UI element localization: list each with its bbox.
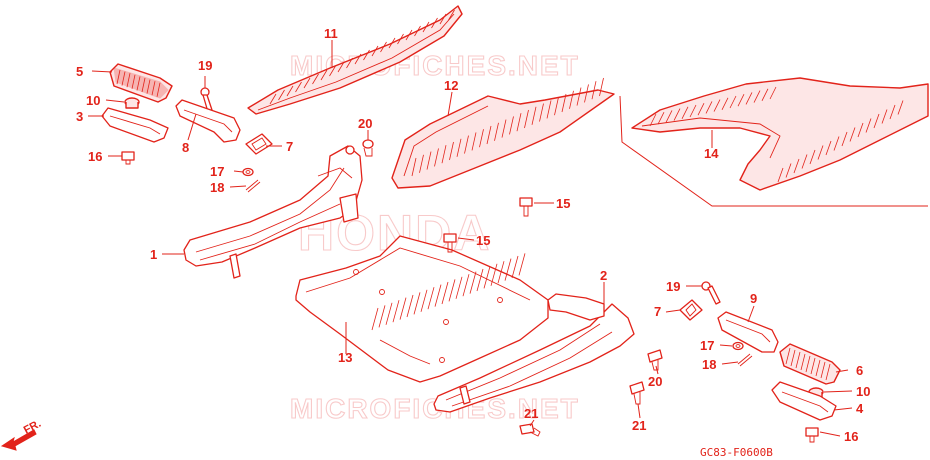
part-8-step-arm <box>175 99 241 143</box>
part-4-step-holder <box>771 381 837 421</box>
part-6-step-rubber <box>779 343 841 385</box>
callout-7-left: 7 <box>286 139 293 154</box>
callout-11: 11 <box>324 26 338 41</box>
front-arrow: FR. <box>0 418 43 451</box>
part-16-bolt <box>121 151 135 165</box>
callout-16-left: 16 <box>88 149 102 164</box>
callout-13: 13 <box>338 350 352 365</box>
callout-7-right: 7 <box>654 304 661 319</box>
callout-19-right: 19 <box>666 279 680 294</box>
callout-16-right: 16 <box>844 429 858 444</box>
watermark-bottom: MICROFICHES.NET <box>290 393 580 424</box>
arrow-icon <box>0 429 37 451</box>
callout-labels: 1 2 3 4 5 6 7 7 8 9 10 10 11 12 13 14 15… <box>76 26 870 444</box>
part-7-cap <box>245 133 273 155</box>
part-3-step-holder <box>101 107 169 143</box>
part-17-washer-right <box>732 341 744 351</box>
callout-18-right: 18 <box>702 357 716 372</box>
callout-18-left: 18 <box>210 180 224 195</box>
callout-14: 14 <box>704 146 719 161</box>
part-5-step-rubber <box>109 63 173 103</box>
leader-lines <box>88 40 853 437</box>
callout-20-upper: 20 <box>358 116 372 131</box>
callout-17-right: 17 <box>700 338 714 353</box>
callout-2: 2 <box>600 268 607 283</box>
part-16-bolt-right <box>805 427 819 443</box>
part-15-bolt-lower <box>443 233 457 253</box>
part-13-floor-plate <box>295 235 549 383</box>
callout-17-left: 17 <box>210 164 224 179</box>
part-19-pin-right <box>701 281 721 305</box>
callout-9: 9 <box>750 291 757 306</box>
part-9-step-arm <box>717 311 779 353</box>
callout-15-upper: 15 <box>556 196 570 211</box>
part-15-bolt-upper <box>519 197 533 217</box>
part-18-cotter-pin-right <box>737 353 753 367</box>
part-20-bolt <box>362 139 374 157</box>
callout-15-lower: 15 <box>476 233 490 248</box>
part-20-bolt-lower <box>647 349 663 371</box>
part-2-floor-frame <box>433 293 635 413</box>
callout-3: 3 <box>76 109 83 124</box>
part-7-cap-right <box>679 299 703 321</box>
callout-12: 12 <box>444 78 458 93</box>
callout-1: 1 <box>150 247 157 262</box>
part-10-cushion <box>124 97 140 109</box>
callout-8: 8 <box>182 140 189 155</box>
callout-10-right: 10 <box>856 384 870 399</box>
callout-6: 6 <box>856 363 863 378</box>
drawing-code: GC83-F0600B <box>700 446 773 459</box>
callout-20-lower: 20 <box>648 374 662 389</box>
front-label: FR. <box>22 418 43 437</box>
callout-10-left: 10 <box>86 93 100 108</box>
callout-21-right: 21 <box>632 418 646 433</box>
part-12-floor-mat <box>391 77 615 189</box>
part-11-floor-mat <box>247 5 463 115</box>
callout-21-left: 21 <box>524 406 538 421</box>
callout-5: 5 <box>76 64 83 79</box>
part-17-washer <box>242 167 254 177</box>
callout-19-left: 19 <box>198 58 212 73</box>
part-18-cotter-pin <box>245 179 261 193</box>
part-21-bolt-right <box>629 381 645 405</box>
part-1-floor-frame <box>183 145 363 279</box>
part-14-floor-mat <box>619 77 929 207</box>
part-21-bolt-left <box>519 423 541 437</box>
callout-4: 4 <box>856 401 864 416</box>
